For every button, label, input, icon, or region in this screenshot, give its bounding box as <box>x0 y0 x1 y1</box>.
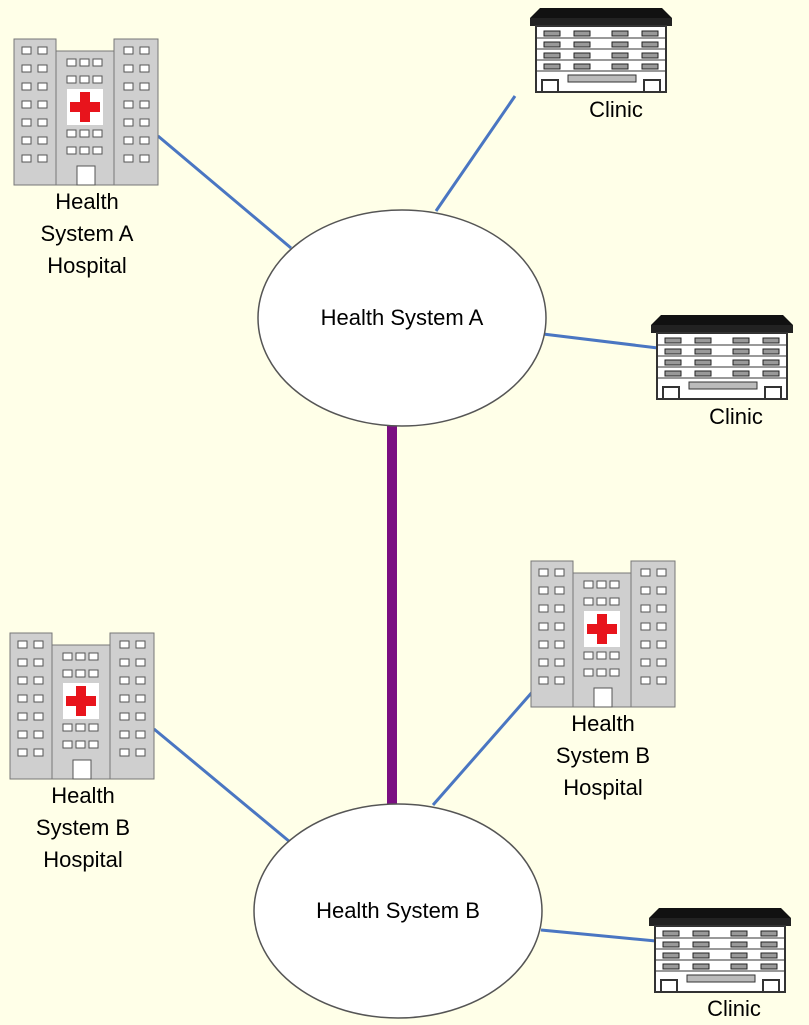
hospital-icon <box>9 632 155 780</box>
hospital-icon <box>530 560 676 708</box>
hospital-b-right-label: Health System B Hospital <box>555 711 651 800</box>
clinic-a-right-label: Clinic <box>709 404 763 429</box>
clinic-icon <box>650 314 794 400</box>
clinic-icon <box>529 7 673 93</box>
hospital-icon <box>13 38 159 186</box>
clinic-a-top-label: Clinic <box>589 97 643 122</box>
system-a-label: Health System A <box>320 305 484 330</box>
clinic-icon <box>648 907 792 993</box>
edge-clinic-b-to-system-b <box>540 928 657 943</box>
edge-hospital-b-right-to-system-b <box>431 689 536 806</box>
node-system-b <box>253 803 543 1019</box>
hospital-a-label: Health System A Hospital <box>40 189 134 278</box>
node-system-a <box>257 209 547 427</box>
edge-clinic-right-to-system-a <box>542 332 659 350</box>
hospital-b-left-label: Health System B Hospital <box>35 783 131 872</box>
edge-clinic-top-to-system-a <box>434 95 517 212</box>
edge-hospital-a-to-system-a <box>157 134 292 250</box>
clinic-b-label: Clinic <box>707 996 761 1021</box>
edge-hospital-b-left-to-system-b <box>153 727 291 844</box>
system-b-label: Health System B <box>316 898 480 923</box>
